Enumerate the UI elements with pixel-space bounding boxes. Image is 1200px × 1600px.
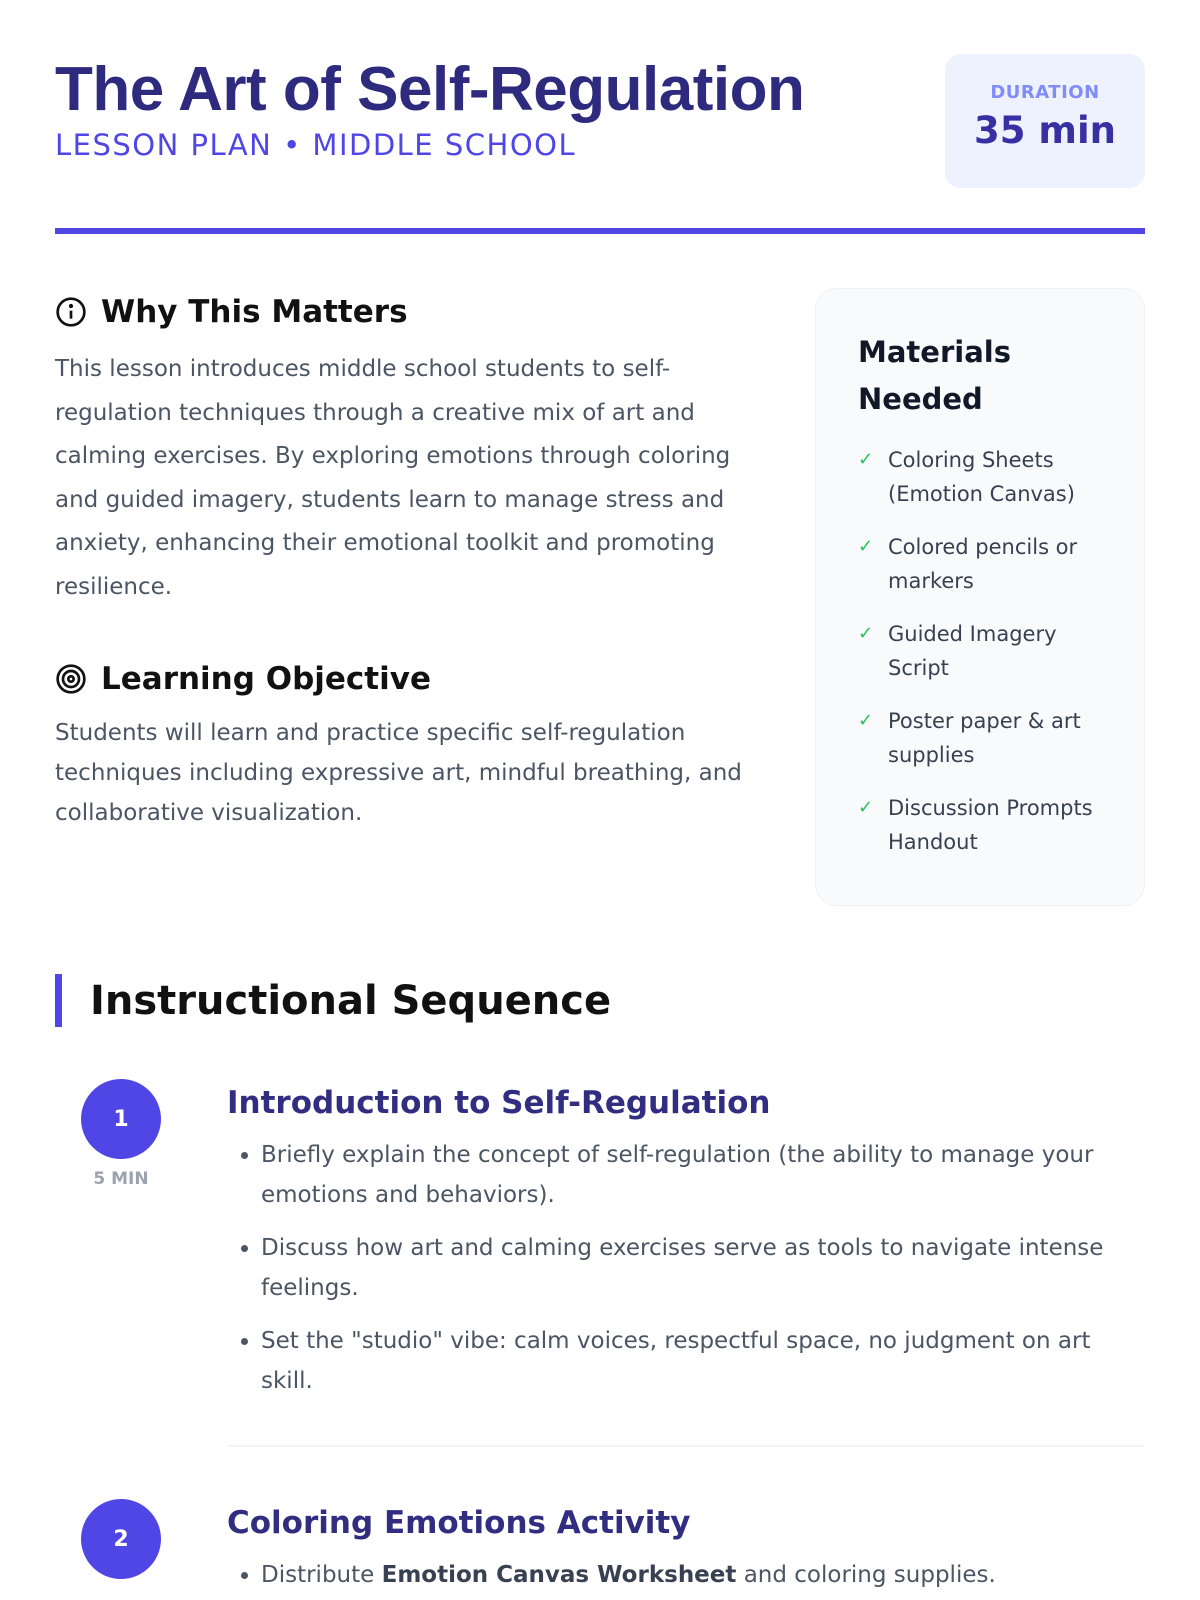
objective-heading-text: Learning Objective — [101, 661, 431, 697]
sequence-heading: Instructional Sequence — [55, 974, 1145, 1027]
step-number: 2 — [81, 1499, 161, 1579]
list-item: ✓ Discussion Prompts Handout — [858, 791, 1124, 859]
why-heading: Why This Matters — [55, 294, 775, 330]
step-number: 1 — [81, 1079, 161, 1159]
step-bullet: Set the "studio" vibe: calm voices, resp… — [261, 1321, 1145, 1401]
list-item: ✓ Coloring Sheets (Emotion Canvas) — [858, 443, 1124, 511]
objective-heading: Learning Objective — [55, 661, 775, 697]
duration-value: 35 min — [974, 109, 1116, 152]
check-icon: ✓ — [858, 710, 874, 731]
step-bullet: Discuss how art and calming exercises se… — [261, 1228, 1145, 1308]
step-bullet: Distribute Emotion Canvas Worksheet and … — [261, 1555, 1145, 1595]
check-icon: ✓ — [858, 536, 874, 557]
duration-label: DURATION — [990, 82, 1100, 103]
duration-badge: DURATION 35 min — [945, 54, 1145, 188]
materials-list: ✓ Coloring Sheets (Emotion Canvas) ✓ Color… — [858, 443, 1124, 859]
materials-card: Materials Needed ✓ Coloring Sheets (Emoti… — [815, 288, 1145, 906]
step-1: 1 5 MIN Introduction to Self-Regulation … — [55, 1079, 1145, 1447]
step-title: Introduction to Self-Regulation — [227, 1085, 771, 1121]
heading-accent-bar — [55, 974, 62, 1027]
bullet-text: Distribute — [261, 1562, 382, 1588]
check-icon: ✓ — [858, 449, 874, 470]
materials-heading: Materials Needed — [858, 335, 1011, 416]
why-heading-text: Why This Matters — [101, 294, 408, 330]
list-item: ✓ Colored pencils or markers — [858, 530, 1124, 598]
material-label: Guided Imagery Script — [888, 622, 1057, 680]
header-divider — [55, 228, 1145, 234]
material-label: Coloring Sheets (Emotion Canvas) — [888, 448, 1075, 506]
material-label: Discussion Prompts Handout — [888, 796, 1093, 854]
header: The Art of Self-Regulation LESSON PLAN •… — [55, 54, 1145, 188]
list-item: ✓ Guided Imagery Script — [858, 617, 1124, 685]
step-bullet: Briefly explain the concept of self-regu… — [261, 1135, 1145, 1215]
target-icon — [56, 664, 86, 694]
list-item: ✓ Poster paper & art supplies — [858, 704, 1124, 772]
step-time: 5 MIN — [93, 1169, 149, 1189]
objective-text: Students will learn and practice specifi… — [55, 720, 742, 826]
bullet-text: and coloring supplies. — [736, 1562, 996, 1588]
check-icon: ✓ — [858, 797, 874, 818]
info-icon — [56, 297, 86, 327]
page-subtitle: LESSON PLAN • MIDDLE SCHOOL — [55, 128, 577, 163]
material-label: Poster paper & art supplies — [888, 709, 1081, 767]
check-icon: ✓ — [858, 623, 874, 644]
sequence-heading-text: Instructional Sequence — [90, 977, 612, 1024]
why-text: This lesson introduces middle school stu… — [55, 356, 731, 600]
material-label: Colored pencils or markers — [888, 535, 1078, 593]
step-title: Coloring Emotions Activity — [227, 1505, 691, 1541]
step-divider — [227, 1445, 1145, 1447]
bullet-bold-text: Emotion Canvas Worksheet — [381, 1562, 737, 1588]
step-2: 2 Coloring Emotions Activity Distribute … — [55, 1499, 1145, 1600]
page-title: The Art of Self-Regulation — [55, 55, 805, 124]
